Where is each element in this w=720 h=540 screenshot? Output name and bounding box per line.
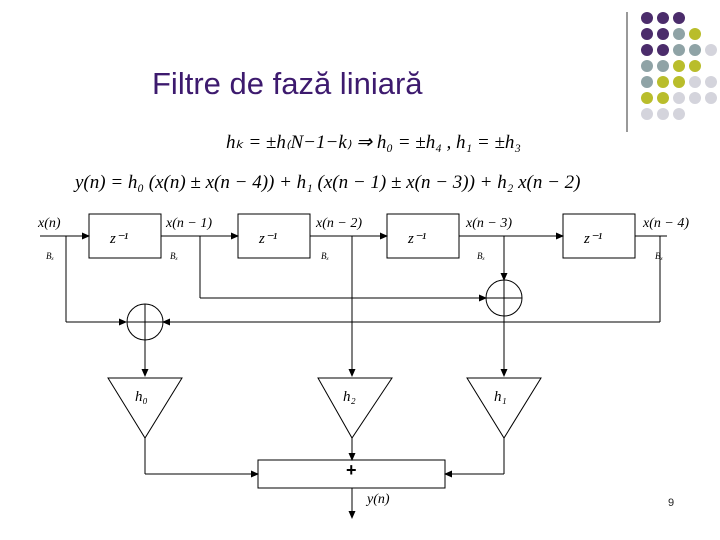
bus-label-4: Bₓ [477, 251, 485, 261]
dot-r3c3 [689, 60, 701, 72]
dot-r4c1 [657, 76, 669, 88]
dot-r2c4 [705, 44, 717, 56]
bus-label-1: Bₓ [46, 251, 54, 261]
dot-r0c2 [673, 12, 685, 24]
coefficient-label-h0: h₀ [135, 389, 148, 405]
dot-r5c2 [673, 92, 685, 104]
dot-r1c1 [657, 28, 669, 40]
dot-r6c1 [657, 108, 669, 120]
coefficient-label-h2: h₂ [343, 389, 356, 405]
coefficient-label-h1: h₁ [494, 389, 507, 405]
signal-label-xn2: x(n − 2) [315, 216, 362, 231]
dot-r3c1 [657, 60, 669, 72]
bus-label-3: Bₓ [321, 251, 329, 261]
title-rule [626, 12, 628, 132]
signal-label-xn4: x(n − 4) [642, 216, 689, 231]
dot-r2c0 [641, 44, 653, 56]
delay-block-4 [562, 213, 636, 259]
equation-symmetry: hₖ = ±h₍N−1−k₎ ⇒ h₀ = ±h₄ , h₁ = ±h₃ [226, 132, 521, 153]
dot-r4c2 [673, 76, 685, 88]
equation-output: y(n) = h₀ (x(n) ± x(n − 4)) + h₁ (x(n − … [73, 172, 581, 193]
dot-r5c0 [641, 92, 653, 104]
delay-label-4: z⁻¹ [583, 231, 603, 247]
dot-r4c0 [641, 76, 653, 88]
delay-block-2 [237, 213, 311, 259]
dot-r1c3 [689, 28, 701, 40]
gain-h2 [317, 377, 393, 439]
dot-r1c2 [673, 28, 685, 40]
dot-r3c2 [673, 60, 685, 72]
dot-r1c0 [641, 28, 653, 40]
gain-h0 [107, 377, 183, 439]
output-label: y(n) [365, 492, 390, 507]
dot-r6c2 [673, 108, 685, 120]
signal-label-xn: x(n) [37, 216, 61, 231]
dot-r5c1 [657, 92, 669, 104]
dot-r0c1 [657, 12, 669, 24]
summation-sign: + [346, 460, 357, 480]
delay-block-1 [88, 213, 162, 259]
dot-r3c0 [641, 60, 653, 72]
signal-label-xn3: x(n − 3) [465, 216, 512, 231]
delay-label-2: z⁻¹ [258, 231, 278, 247]
dot-r0c0 [641, 12, 653, 24]
dot-r6c0 [641, 108, 653, 120]
dot-r2c2 [673, 44, 685, 56]
delay-label-3: z⁻¹ [407, 231, 427, 247]
gain-h1 [466, 377, 542, 439]
dot-r5c3 [689, 92, 701, 104]
page-number: 9 [668, 497, 675, 509]
bus-label-2: Bₓ [170, 251, 178, 261]
delay-block-3 [386, 213, 460, 259]
signal-label-xn1: x(n − 1) [165, 216, 212, 231]
slide-title: Filtre de fază liniară [152, 66, 423, 101]
bus-label-5: Bₓ [655, 251, 663, 261]
delay-label-1: z⁻¹ [109, 231, 129, 247]
dot-r2c1 [657, 44, 669, 56]
dot-r4c3 [689, 76, 701, 88]
dot-r4c4 [705, 76, 717, 88]
dot-r2c3 [689, 44, 701, 56]
dot-r5c4 [705, 92, 717, 104]
